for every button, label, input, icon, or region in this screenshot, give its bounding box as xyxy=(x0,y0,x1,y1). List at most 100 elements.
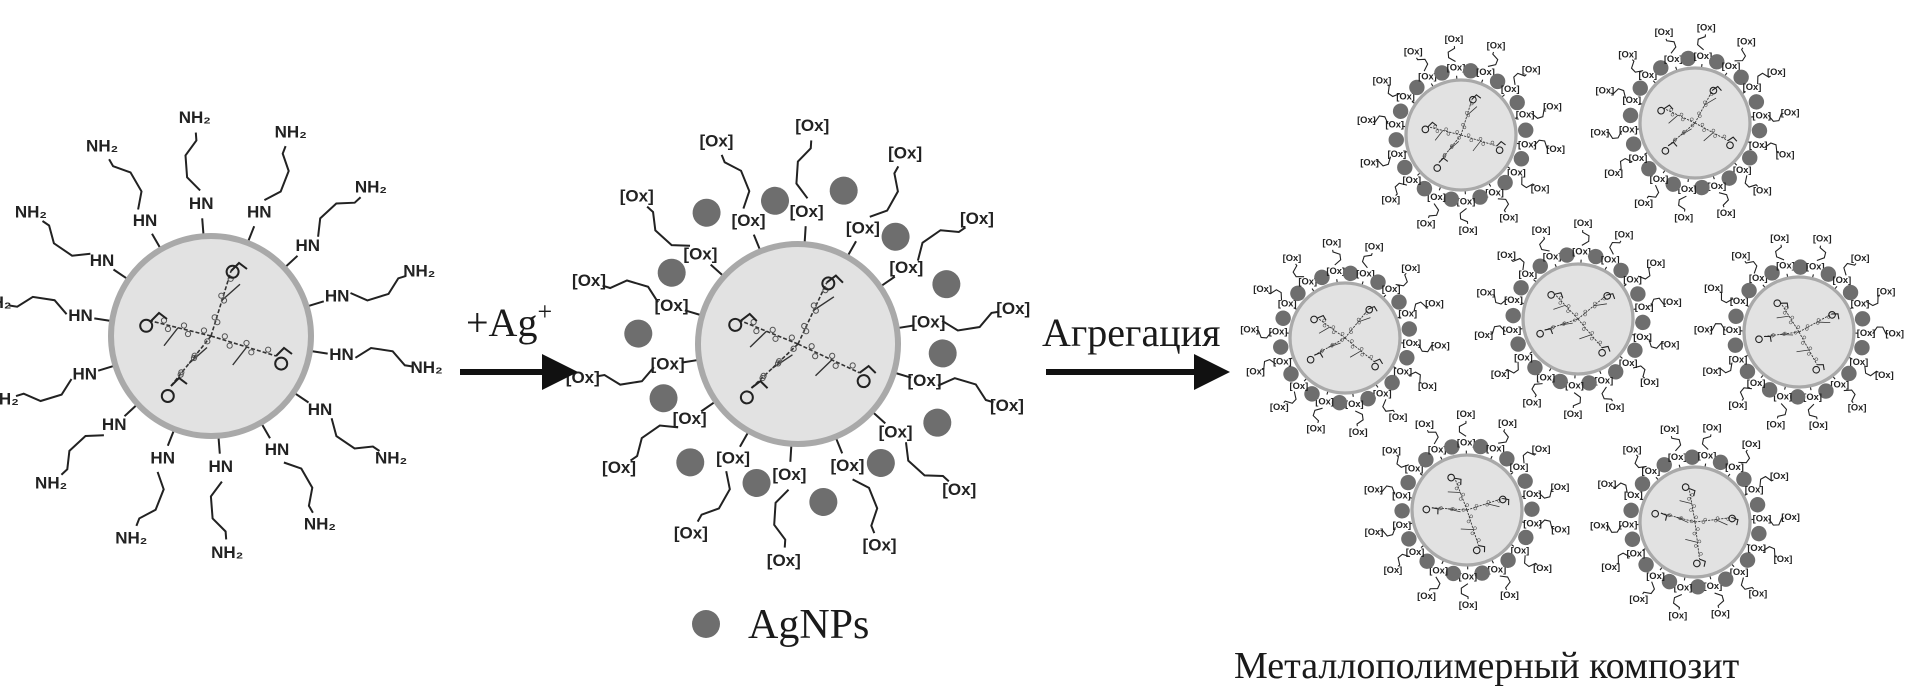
agnp-dot xyxy=(1474,565,1490,581)
ox-label: [Ox] xyxy=(1674,583,1693,593)
agnp-dot xyxy=(1462,63,1479,79)
ox-label: [Ox] xyxy=(996,299,1030,318)
agnp-dot xyxy=(1841,365,1857,382)
ox-label: [Ox] xyxy=(1728,400,1747,410)
agnp-dot xyxy=(1360,390,1376,407)
ox-label: [Ox] xyxy=(1543,101,1562,111)
ox-label: [Ox] xyxy=(1723,325,1742,335)
ox-label: [Ox] xyxy=(1703,581,1722,591)
ox-label: [Ox] xyxy=(1356,269,1375,279)
agnp-dot xyxy=(1749,497,1766,513)
ox-label: [Ox] xyxy=(1315,396,1334,406)
composite-caption: Металлополимерный композит xyxy=(1234,645,1740,687)
oxidized-ligand: [Ox][Ox] xyxy=(1283,253,1317,293)
ox-label: [Ox] xyxy=(1283,253,1302,263)
oxidized-ligand: [Ox][Ox] xyxy=(1457,189,1478,235)
ox-label: [Ox] xyxy=(1848,402,1867,412)
ox-label: [Ox] xyxy=(1364,484,1383,494)
ox-label: [Ox] xyxy=(1776,150,1795,160)
ox-label: [Ox] xyxy=(1273,356,1292,366)
ox-label: [Ox] xyxy=(1730,296,1749,306)
agnp-dot xyxy=(1397,159,1413,176)
ox-label: [Ox] xyxy=(1516,110,1535,120)
agnp-dot xyxy=(1656,457,1672,473)
ox-label: [Ox] xyxy=(1417,591,1436,601)
ox-label: [Ox] xyxy=(1499,212,1518,222)
nh2-label: NH₂ xyxy=(403,261,435,280)
nh2-label: NH₂ xyxy=(86,137,118,156)
ox-label: [Ox] xyxy=(1770,471,1789,481)
ox-label: [Ox] xyxy=(1507,167,1526,177)
ox-label: [Ox] xyxy=(1523,519,1542,529)
nh2-label: NH₂ xyxy=(15,203,47,222)
ox-label: [Ox] xyxy=(1809,420,1828,430)
ox-label: [Ox] xyxy=(1732,250,1751,260)
agnp-dot xyxy=(1761,382,1778,398)
ox-label: [Ox] xyxy=(1803,392,1822,402)
hn-label: HN xyxy=(329,345,354,364)
agnp-dot xyxy=(1728,308,1744,324)
ox-label: [Ox] xyxy=(732,211,766,230)
dendrimer-structure xyxy=(1306,305,1384,371)
ox-label: [Ox] xyxy=(1532,225,1551,235)
ox-label: [Ox] xyxy=(960,209,994,228)
ox-label: [Ox] xyxy=(1619,358,1638,368)
ox-label: [Ox] xyxy=(1278,298,1297,308)
ox-label: [Ox] xyxy=(1752,110,1771,120)
ox-label: [Ox] xyxy=(1365,241,1384,251)
ox-label: [Ox] xyxy=(1623,274,1642,284)
ox-label: [Ox] xyxy=(1730,567,1749,577)
composite-particle: [Ox][Ox][Ox][Ox][Ox][Ox][Ox][Ox][Ox][Ox]… xyxy=(1357,34,1565,235)
ox-label: [Ox] xyxy=(1459,225,1478,235)
agnp-dot xyxy=(1472,189,1488,205)
ox-label: [Ox] xyxy=(1781,107,1800,117)
agnp-dot xyxy=(1513,280,1529,296)
agnp-dot xyxy=(1653,60,1669,76)
agnp-dot xyxy=(1444,439,1460,455)
ox-label: [Ox] xyxy=(795,116,829,135)
ox-label: [Ox] xyxy=(1833,275,1852,285)
nh2-label: NH₂ xyxy=(211,543,243,562)
ox-label: [Ox] xyxy=(1766,419,1785,429)
ox-label: [Ox] xyxy=(1522,64,1541,74)
ox-label: [Ox] xyxy=(1388,149,1407,159)
ox-label: [Ox] xyxy=(1604,168,1623,178)
hn-label: HN xyxy=(90,251,115,270)
ox-label: [Ox] xyxy=(1749,140,1768,150)
oxidized-ligand: [Ox][Ox] xyxy=(1373,76,1416,105)
ox-label: [Ox] xyxy=(1382,446,1401,456)
agnp-dot xyxy=(761,186,790,215)
dendrimer-structure xyxy=(1536,291,1616,357)
agnp-dot xyxy=(1283,366,1299,382)
ox-label: [Ox] xyxy=(1694,325,1713,335)
agnp-dot xyxy=(1624,531,1641,547)
agnp-dot xyxy=(928,339,957,368)
ox-label: [Ox] xyxy=(1743,82,1762,92)
agnp-dot xyxy=(1625,136,1642,152)
agnp-dot xyxy=(1613,262,1629,279)
ox-label: [Ox] xyxy=(1711,609,1730,619)
ox-label: [Ox] xyxy=(1402,175,1421,185)
agnp-dot xyxy=(1665,176,1681,192)
oxidized-ligand: [Ox][Ox] xyxy=(620,187,725,278)
nh2-label: NH₂ xyxy=(115,528,147,547)
ox-label: [Ox] xyxy=(1669,611,1688,621)
oxidized-ligand: [Ox][Ox] xyxy=(846,144,922,258)
agnp-dot xyxy=(1517,473,1533,489)
ox-label: [Ox] xyxy=(566,368,600,387)
dendrimer-structure xyxy=(1755,299,1840,374)
ox-label: [Ox] xyxy=(1373,76,1392,86)
agnp-dot xyxy=(1764,265,1780,281)
agnp-dot xyxy=(1789,389,1806,405)
ox-label: [Ox] xyxy=(1514,352,1533,362)
nh2-label: NH₂ xyxy=(0,293,11,312)
agnp-dot xyxy=(1384,374,1400,391)
agnp-dot xyxy=(1641,160,1657,177)
ox-label: [Ox] xyxy=(1398,309,1417,319)
ox-label: [Ox] xyxy=(1428,444,1447,454)
